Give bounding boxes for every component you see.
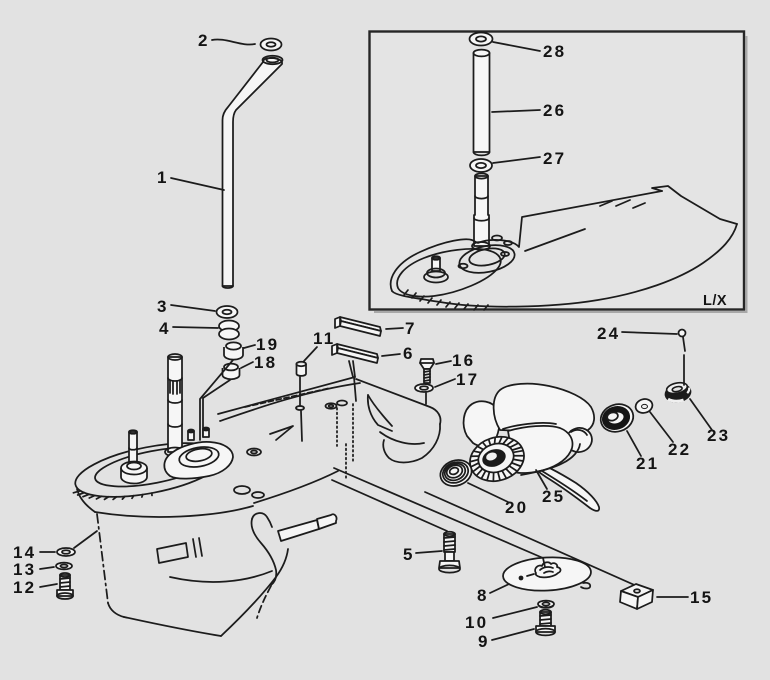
svg-text:2: 2 <box>198 31 210 50</box>
svg-text:1: 1 <box>157 168 169 187</box>
svg-text:14: 14 <box>13 543 36 562</box>
svg-text:20: 20 <box>505 498 528 517</box>
svg-text:7: 7 <box>405 319 417 338</box>
svg-text:15: 15 <box>690 588 713 607</box>
svg-text:19: 19 <box>256 335 279 354</box>
svg-text:10: 10 <box>465 613 488 632</box>
svg-text:13: 13 <box>13 560 36 579</box>
svg-text:3: 3 <box>157 297 169 316</box>
svg-text:11: 11 <box>313 329 335 348</box>
svg-text:L/X: L/X <box>703 293 727 309</box>
svg-text:18: 18 <box>254 353 277 372</box>
svg-text:8: 8 <box>477 586 489 605</box>
svg-text:5: 5 <box>403 545 415 564</box>
svg-text:9: 9 <box>478 632 490 651</box>
svg-text:12: 12 <box>13 578 36 597</box>
svg-text:24: 24 <box>597 324 620 343</box>
svg-text:4: 4 <box>159 319 171 338</box>
svg-text:21: 21 <box>636 454 659 473</box>
svg-text:26: 26 <box>543 101 566 120</box>
svg-text:28: 28 <box>543 42 566 61</box>
svg-text:27: 27 <box>543 149 566 168</box>
svg-text:22: 22 <box>668 440 691 459</box>
svg-text:16: 16 <box>452 351 475 370</box>
svg-text:17: 17 <box>456 370 479 389</box>
svg-text:6: 6 <box>403 344 415 363</box>
svg-text:25: 25 <box>542 487 565 506</box>
